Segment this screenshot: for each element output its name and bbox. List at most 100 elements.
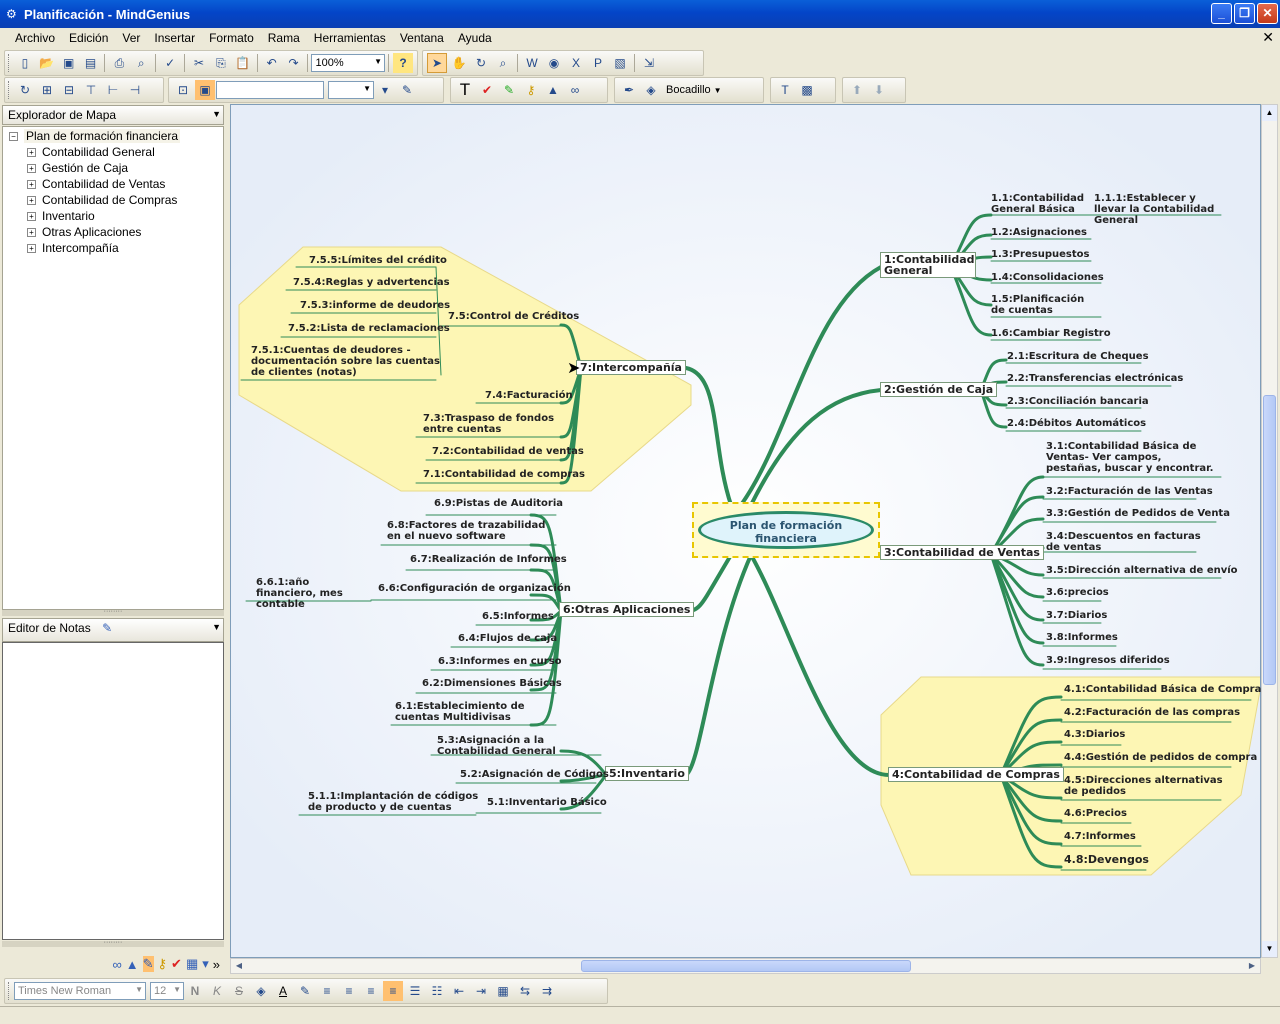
text-icon[interactable]: T (459, 80, 471, 99)
menu-formato[interactable]: Formato (209, 31, 254, 45)
align-center-icon[interactable]: ≡ (345, 984, 353, 998)
outlook-icon[interactable]: ◉ (548, 56, 560, 70)
branch-contabilidad-de-ventas[interactable]: 3:Contabilidad de Ventas (880, 545, 1044, 560)
pencil-icon[interactable]: ✎ (503, 83, 515, 97)
map-node[interactable]: 7.5.2:Lista de reclamaciones (288, 323, 450, 334)
menu-ventana[interactable]: Ventana (399, 31, 444, 45)
map-node[interactable]: 7.2:Contabilidad de ventas (432, 446, 584, 457)
map-node[interactable]: 2.1:Escritura de Cheques (1007, 351, 1149, 362)
italic-icon[interactable]: K (212, 984, 221, 998)
map-node[interactable]: 6.1:Establecimiento de cuentas Multidivi… (395, 701, 525, 723)
pan-hand-icon[interactable]: ✋ (451, 56, 467, 70)
tree-item[interactable]: +Contabilidad General (27, 145, 155, 159)
map-node[interactable]: 4.7:Informes (1064, 831, 1136, 842)
menu-rama[interactable]: Rama (267, 31, 300, 45)
branch-contabilidad-general[interactable]: 1:Contabilidad General (880, 252, 976, 278)
tree-right-icon[interactable]: ⊢ (107, 83, 119, 97)
align-right-icon[interactable]: ≡ (367, 984, 375, 998)
select-pointer-icon[interactable]: ➤ (427, 53, 447, 73)
justify-icon[interactable]: ≡ (383, 981, 403, 1001)
map-node[interactable]: 3.3:Gestión de Pedidos de Venta (1046, 508, 1230, 519)
menu-ayuda[interactable]: Ayuda (457, 31, 492, 45)
map-node[interactable]: 4.5:Direcciones alternativas de pedidos (1064, 775, 1223, 797)
map-node[interactable]: 3.2:Facturación de las Ventas (1046, 486, 1213, 497)
copy-icon[interactable]: ⎘ (216, 55, 226, 70)
line-style-select[interactable] (216, 81, 324, 99)
text-format-icon[interactable]: T (781, 83, 789, 97)
bold-icon[interactable]: N (190, 984, 200, 998)
map-node[interactable]: 5.1.1:Implantación de códigos de product… (308, 791, 479, 813)
map-node[interactable]: 2.2:Transferencias electrónicas (1007, 373, 1184, 384)
hierarchy-icon[interactable]: ⊤ (85, 83, 97, 97)
branch-inventario[interactable]: 5:Inventario (605, 766, 689, 781)
font-color-icon[interactable]: A (278, 984, 287, 998)
refresh-layout-icon[interactable]: ↻ (19, 83, 31, 97)
tree-alt-icon[interactable]: ⊣ (129, 83, 141, 97)
link-icon[interactable]: ∞ (570, 83, 580, 97)
line-color-icon[interactable]: ✒ (623, 83, 635, 97)
strikethrough-icon[interactable]: S (234, 984, 243, 998)
text-style-icon[interactable]: ◈ (256, 984, 266, 998)
print-icon[interactable]: ⎙ (114, 55, 125, 70)
font-family-select[interactable]: Times New Roman▼ (14, 982, 146, 1000)
expand-icon[interactable]: + (27, 148, 36, 158)
menu-edicion[interactable]: Edición (69, 31, 109, 45)
map-node[interactable]: 5.3:Asignación a la Contabilidad General (437, 735, 556, 757)
redo-icon[interactable]: ↷ (288, 56, 299, 70)
collapse-icon[interactable]: − (9, 132, 18, 142)
map-node[interactable]: 1.4:Consolidaciones (991, 272, 1104, 283)
scroll-down-icon[interactable]: ▼ (1262, 941, 1277, 957)
map-node[interactable]: 1.2:Asignaciones (991, 227, 1087, 238)
minimize-button[interactable]: _ (1211, 3, 1232, 24)
map-node[interactable]: 5.1:Inventario Básico (487, 797, 607, 808)
map-node[interactable]: 1.1.1:Establecer y llevar la Contabilida… (1094, 193, 1215, 226)
map-node[interactable]: 1.6:Cambiar Registro (991, 328, 1111, 339)
export-icon[interactable]: ⇲ (643, 56, 655, 70)
menu-archivo[interactable]: Archivo (15, 31, 56, 45)
map-node[interactable]: 1.3:Presupuestos (991, 249, 1090, 260)
undo-icon[interactable]: ↶ (266, 56, 277, 70)
map-node[interactable]: 3.6:precios (1046, 587, 1109, 598)
central-topic[interactable]: Plan de formación financiera (692, 502, 880, 558)
horizontal-scrollbar[interactable]: ◀ ▶ (230, 958, 1261, 974)
map-node[interactable]: 6.5:Informes (482, 611, 554, 622)
map-node[interactable]: 7.5.4:Reglas y advertencias (293, 277, 450, 288)
expand-icon[interactable]: + (27, 164, 36, 174)
map-node[interactable]: 6.7:Realización de Informes (410, 554, 567, 565)
tree-item[interactable]: +Contabilidad de Compras (27, 193, 177, 207)
panel-splitter[interactable]: ········ (2, 939, 224, 947)
font-size-select[interactable]: 12▼ (150, 982, 184, 1000)
frame-icon[interactable]: ▣ (195, 80, 215, 100)
outdent-icon[interactable]: ⇤ (453, 984, 465, 998)
map-node[interactable]: 7.5.5:Límites del crédito (309, 255, 447, 266)
expand-icon[interactable]: + (27, 180, 36, 190)
zoom-icon[interactable]: ⌕ (499, 55, 507, 70)
expand-icon[interactable]: + (27, 228, 36, 238)
map-node[interactable]: 4.8:Devengos (1064, 853, 1149, 866)
horizontal-scroll-thumb[interactable] (581, 960, 911, 972)
link-icon[interactable]: ∞ (112, 956, 122, 972)
tree-item[interactable]: +Otras Aplicaciones (27, 225, 141, 239)
panel-menu-icon[interactable]: ▼ (212, 109, 221, 119)
grid-icon[interactable]: ▦ (185, 956, 199, 971)
line-width-select[interactable]: ▼ (328, 81, 374, 99)
tree-item[interactable]: +Gestión de Caja (27, 161, 128, 175)
move-up-icon[interactable]: ⬆ (851, 83, 863, 97)
map-node[interactable]: 3.8:Informes (1046, 632, 1118, 643)
key-icon[interactable]: ⚷ (157, 956, 168, 971)
insert-row-icon[interactable]: ⇆ (519, 984, 531, 998)
menu-insertar[interactable]: Insertar (154, 31, 196, 45)
spellcheck-icon[interactable]: ✓ (165, 56, 176, 70)
callout-shape-select[interactable]: Bocadillo (666, 84, 711, 96)
key-icon[interactable]: ⚷ (526, 83, 536, 97)
expand-icon[interactable]: + (27, 244, 36, 254)
move-down-icon[interactable]: ⬇ (873, 83, 885, 97)
map-node[interactable]: 7.1:Contabilidad de compras (423, 469, 585, 480)
map-node[interactable]: 4.3:Diarios (1064, 729, 1126, 740)
pdf-export-icon[interactable]: ▧ (614, 56, 626, 70)
save-icon[interactable]: ▣ (63, 56, 75, 70)
picture-icon[interactable]: ▲ (125, 956, 139, 972)
tree-left-icon[interactable]: ⊟ (63, 83, 75, 97)
mind-map-canvas[interactable] (230, 104, 1261, 958)
check-icon[interactable]: ✔ (171, 956, 182, 971)
